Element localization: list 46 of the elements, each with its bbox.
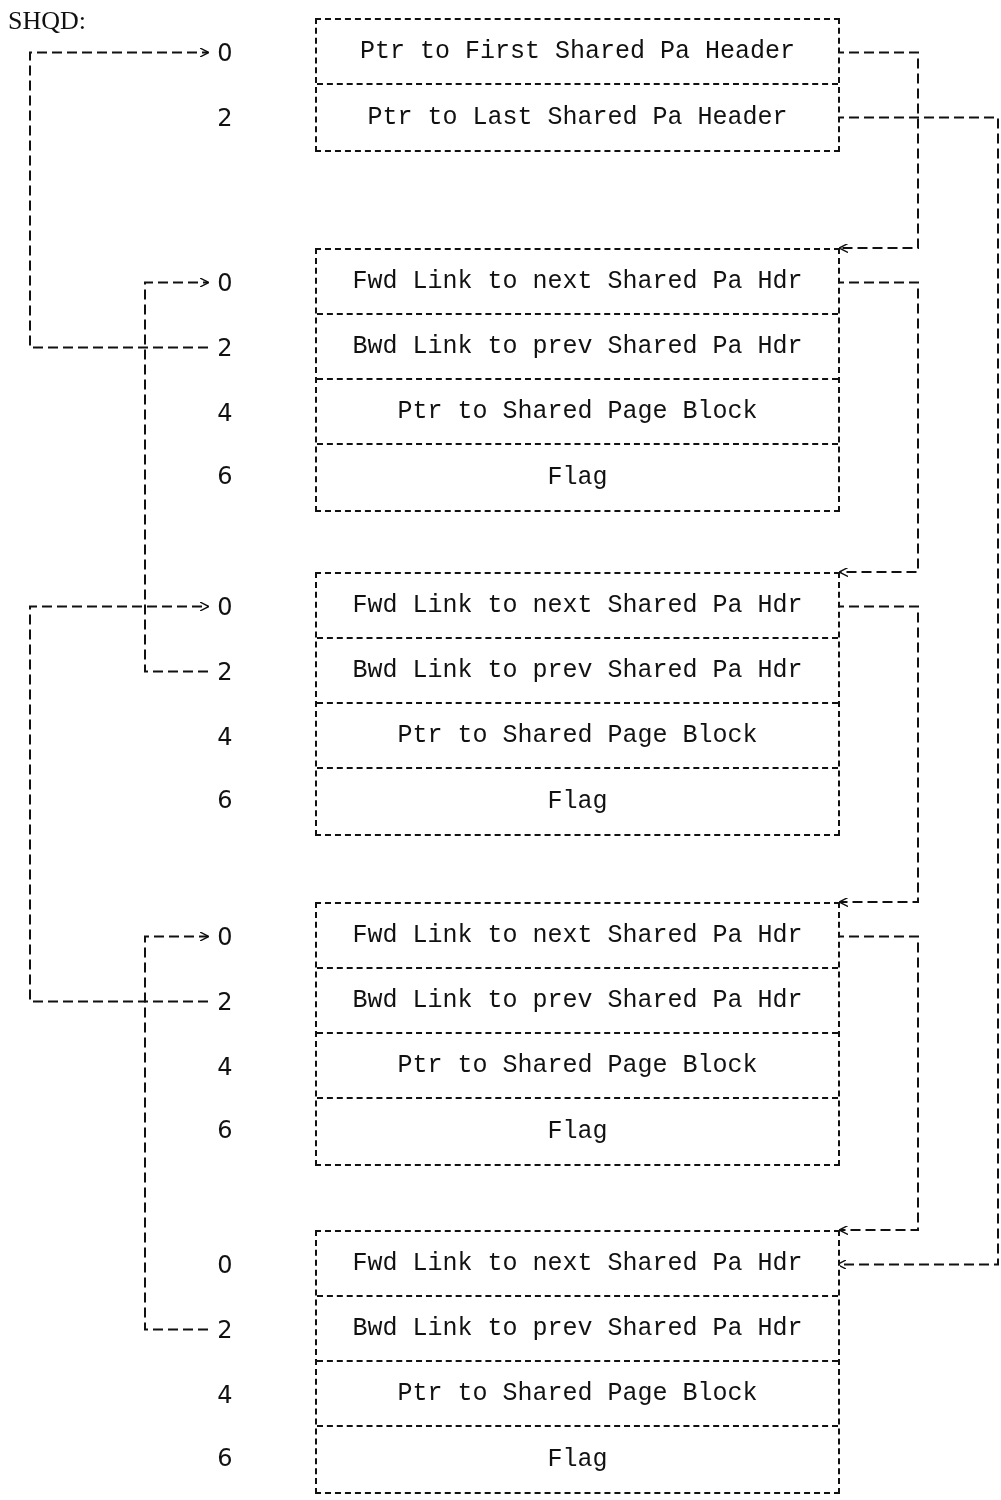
offset-label: 6 [216,461,234,491]
memory-field: Ptr to Shared Page Block [317,1034,838,1099]
memory-field: Bwd Link to prev Shared Pa Hdr [317,1297,838,1362]
offset-label: 2 [216,1314,234,1345]
memory-block [315,572,840,836]
memory-block [315,902,840,1166]
offset-label: 0 [216,921,234,952]
offset-label: 2 [216,103,234,133]
memory-field: Fwd Link to next Shared Pa Hdr [317,904,838,969]
offset-label: 6 [216,1443,234,1473]
offset-label: 0 [216,1249,234,1280]
memory-block [315,1230,840,1494]
memory-field: Flag [317,445,838,510]
offset-label: 0 [216,591,234,622]
memory-field: Ptr to Last Shared Pa Header [317,85,838,150]
memory-field: Flag [317,1427,838,1492]
offset-label: 6 [216,785,234,815]
offset-label: 4 [216,721,234,752]
memory-block [315,18,840,152]
offset-label: 0 [216,37,234,68]
offset-label: 4 [216,1379,234,1410]
memory-field: Fwd Link to next Shared Pa Hdr [317,1232,838,1297]
memory-field: Ptr to Shared Page Block [317,1362,838,1427]
memory-field: Fwd Link to next Shared Pa Hdr [317,250,838,315]
offset-label: 4 [216,1051,234,1082]
offset-label: 6 [216,1115,234,1145]
memory-field: Flag [317,1099,838,1164]
pointer-arrow [144,931,210,1331]
memory-field: Bwd Link to prev Shared Pa Hdr [317,969,838,1034]
memory-field: Ptr to First Shared Pa Header [317,20,838,85]
memory-field: Fwd Link to next Shared Pa Hdr [317,574,838,639]
memory-block [315,248,840,512]
memory-field: Ptr to Shared Page Block [317,704,838,769]
pointer-arrow [29,601,210,1003]
memory-field: Bwd Link to prev Shared Pa Hdr [317,639,838,704]
offset-label: 4 [216,397,234,428]
structure-name: SHQD: [8,6,86,36]
pointer-arrow [29,47,210,349]
pointer-arrow [144,277,210,673]
memory-field: Bwd Link to prev Shared Pa Hdr [317,315,838,380]
offset-label: 2 [216,656,234,687]
offset-label: 0 [216,267,234,298]
offset-label: 2 [216,332,234,363]
offset-label: 2 [216,986,234,1017]
memory-field: Ptr to Shared Page Block [317,380,838,445]
memory-field: Flag [317,769,838,834]
